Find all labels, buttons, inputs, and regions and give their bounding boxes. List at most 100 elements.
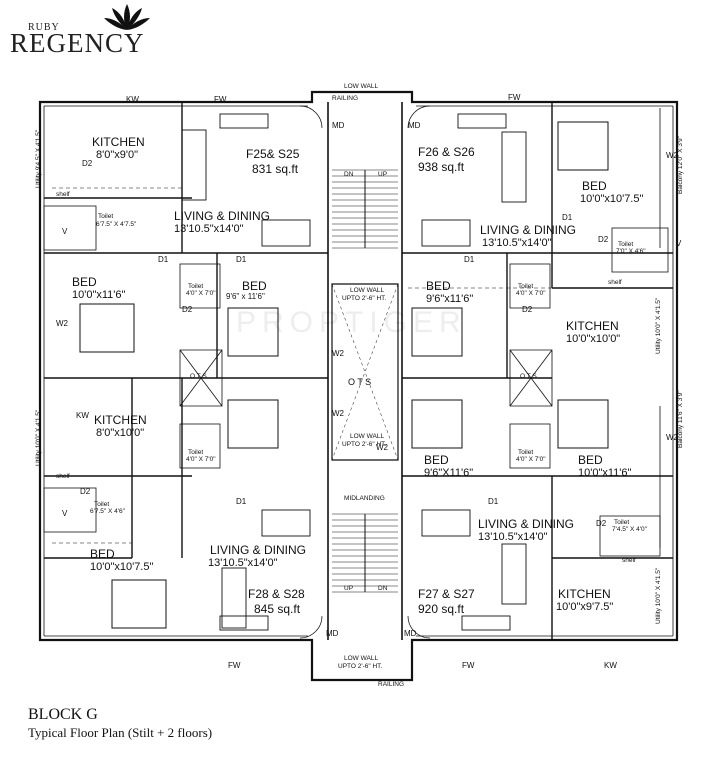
v-b: V: [62, 509, 68, 518]
plan-subtitle: Typical Floor Plan (Stilt + 2 floors): [28, 725, 213, 740]
brand-small-text: RUBY: [28, 22, 60, 33]
unit-f26-name: F26 & S26: [418, 145, 475, 159]
bed-l2-dim: 9'6" x 11'6": [226, 292, 265, 301]
fw-bottom-left: FW: [228, 661, 241, 670]
kitchen-mr-dim: 10'0"x10'0": [566, 333, 621, 345]
unit-f25-area: 831 sq.ft: [252, 162, 299, 176]
ots-left: O T S: [190, 373, 207, 380]
v-a: V: [62, 227, 68, 236]
d1-a: D1: [158, 255, 169, 264]
kw-bottom: KW: [604, 661, 617, 670]
kw-mid: KW: [76, 411, 89, 420]
kw-top: KW: [126, 95, 139, 104]
d1-d: D1: [562, 213, 573, 222]
toilet-a-label: Toilet: [98, 213, 114, 220]
unit-f28-name: F28 & S28: [248, 587, 305, 601]
low-wall-lower: LOW WALL: [350, 433, 385, 440]
bed-r1-label: BED: [426, 279, 451, 293]
utility-a: Utility 9'4.5" X 4'1.5": [35, 129, 42, 188]
d2-b: D2: [182, 305, 193, 314]
toilet-g-label: Toilet: [94, 501, 110, 508]
bed-r2-label: BED: [424, 453, 449, 467]
toilet-e-label: Toilet: [188, 449, 204, 456]
unit-f26-area: 938 sq.ft: [418, 160, 465, 174]
low-wall-top: LOW WALL: [344, 83, 379, 90]
fw-top-right: FW: [508, 93, 521, 102]
kitchen-ml-dim: 8'0"x10'0": [96, 427, 145, 439]
balcony-a: Balcony 12'0" X 3'9": [677, 135, 684, 194]
stair-dn-bottom: DN: [378, 585, 388, 592]
kitchen-br-dim: 10'0"x9'7.5": [556, 601, 614, 613]
toilet-g-dim: 6'7.5" X 4'6": [90, 508, 125, 515]
ots-right: O T S: [520, 373, 537, 380]
shelf-a: shelf: [56, 191, 70, 198]
living-tl-label: LIVING & DINING: [174, 209, 271, 223]
d2-c: D2: [598, 235, 609, 244]
w2-d: W2: [376, 443, 388, 452]
stair-up-bottom: UP: [344, 585, 354, 592]
d1-b: D1: [236, 255, 247, 264]
kitchen-ml-label: KITCHEN: [94, 413, 147, 427]
toilet-h-dim: 7'4.5" X 4'0": [612, 526, 647, 533]
shelf-d: shelf: [622, 557, 636, 564]
lotus-icon: [104, 4, 150, 30]
d1-c: D1: [464, 255, 475, 264]
w2-e: W2: [666, 151, 678, 160]
md-bottom-right: MD: [404, 629, 417, 638]
md-bottom-left: MD: [326, 629, 339, 638]
balcony-b: Balcony 11'6" X 3'9": [677, 390, 684, 448]
stair-up-top: UP: [378, 171, 388, 178]
kitchen-mr-label: KITCHEN: [566, 319, 619, 333]
utility-c: Utility 10'0" X 4'1.5": [655, 297, 662, 354]
bed-r3-label: BED: [578, 453, 603, 467]
ots-center: O T S: [348, 377, 372, 387]
railing-top: RAILING: [332, 95, 359, 102]
w2-c: W2: [332, 409, 344, 418]
living-tl-dim: 13'10.5"x14'0": [174, 223, 244, 235]
d2-a: D2: [82, 159, 93, 168]
w2-a: W2: [56, 319, 68, 328]
md-top-right: MD: [408, 121, 421, 130]
bed-bl-label: BED: [90, 547, 115, 561]
d2-f: D2: [80, 487, 91, 496]
w2-b: W2: [332, 349, 344, 358]
toilet-e-dim: 4'0" X 7'0": [186, 456, 216, 463]
bed-l1-label: BED: [72, 275, 97, 289]
bed-l1-dim: 10'0"x11'6": [72, 289, 126, 301]
toilet-c-label: Toilet: [518, 283, 534, 290]
bed-r2-dim: 9'6"X11'6": [424, 467, 474, 479]
living-br-dim: 13'10.5"x14'0": [478, 531, 548, 543]
living-tr-dim: 13'10.5"x14'0": [482, 237, 552, 249]
watermark: PROPTIGER: [236, 306, 467, 339]
fw-bottom-right: FW: [462, 661, 475, 670]
floor-plan: F25& S25 831 sq.ft F26 & S26 938 sq.ft F…: [32, 83, 712, 688]
md-top-left: MD: [332, 121, 345, 130]
living-tr-label: LIVING & DINING: [480, 223, 577, 237]
d2-e: D2: [596, 519, 607, 528]
fw-top-left: FW: [214, 95, 227, 104]
toilet-b-dim: 4'0" X 7'0": [186, 290, 216, 297]
railing-bottom: RAILING: [378, 681, 405, 688]
bed-bl-dim: 10'0"x10'7.5": [90, 561, 154, 573]
kitchen-br-label: KITCHEN: [558, 587, 611, 601]
low-wall-lower-height: UPTO 2'-6" HT.: [342, 441, 387, 448]
toilet-d-label: Toilet: [618, 241, 634, 248]
living-bl-dim: 13'10.5"x14'0": [208, 557, 278, 569]
toilet-a-dim: 6'7.5" X 4'7.5": [96, 221, 137, 228]
v-c: V: [676, 239, 682, 248]
unit-f25-name: F25& S25: [246, 147, 300, 161]
shelf-c: shelf: [56, 473, 70, 480]
bed-r1-dim: 9'6"x11'6": [426, 293, 474, 305]
kitchen-tl-dim: 8'0"x9'0": [96, 149, 138, 161]
bed-tr-dim: 10'0"x10'7.5": [580, 193, 644, 205]
kitchen-tl-label: KITCHEN: [92, 135, 145, 149]
low-wall-bottom: LOW WALL: [344, 655, 379, 662]
block-title: BLOCK G: [28, 706, 98, 723]
d2-d: D2: [522, 305, 533, 314]
low-wall-mid-height: UPTO 2'-6" HT.: [342, 295, 387, 302]
low-wall-mid: LOW WALL: [350, 287, 385, 294]
unit-f27-name: F27 & S27: [418, 587, 475, 601]
w2-f: W2: [666, 433, 678, 442]
floor-plan-drawing: [38, 90, 679, 682]
toilet-f-dim: 4'0" X 7'0": [516, 456, 546, 463]
